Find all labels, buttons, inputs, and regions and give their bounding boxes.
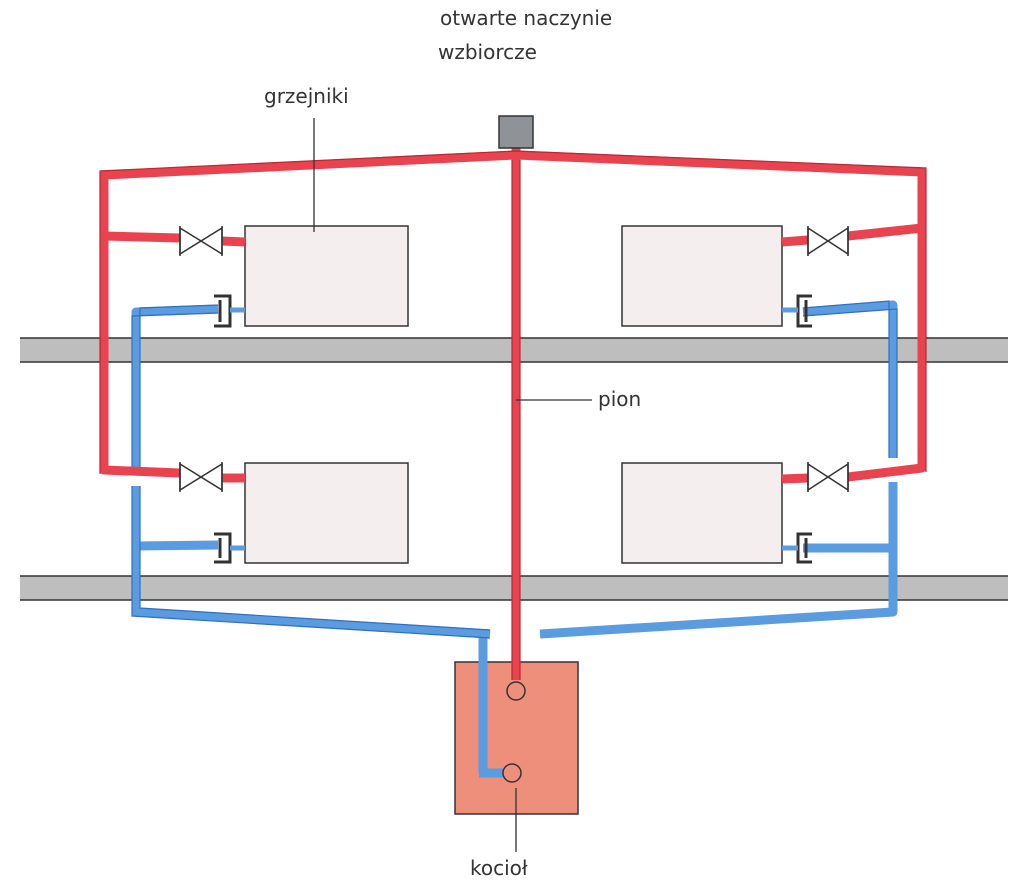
supply-pipes — [99, 148, 927, 680]
radiator-lower-right — [621, 462, 783, 564]
valve-upper-right — [807, 226, 849, 256]
boiler-return-connection — [502, 763, 522, 783]
expansion-vessel — [498, 115, 534, 149]
expansion-vessel-label-line2: wzbiorcze — [438, 40, 537, 64]
radiators-label: grzejniki — [264, 84, 349, 108]
radiator-lower-left — [244, 462, 409, 564]
valve-upper-left — [179, 226, 223, 256]
expansion-vessel-label-line1: otwarte naczynie — [440, 6, 613, 30]
boiler-supply-connection — [506, 681, 526, 701]
valve-lower-left — [179, 462, 223, 492]
return-pipes — [131, 300, 898, 778]
boiler-label: kocioł — [470, 856, 528, 880]
fitting-links — [230, 307, 798, 551]
radiator-upper-right — [621, 225, 783, 327]
valve-lower-right — [807, 462, 849, 492]
leader-lines — [313, 118, 592, 852]
riser-label: pion — [598, 387, 642, 411]
supply-pipe-outlines — [99, 150, 927, 680]
radiator-upper-left — [244, 225, 409, 327]
return-pipe-outlines — [131, 300, 898, 639]
